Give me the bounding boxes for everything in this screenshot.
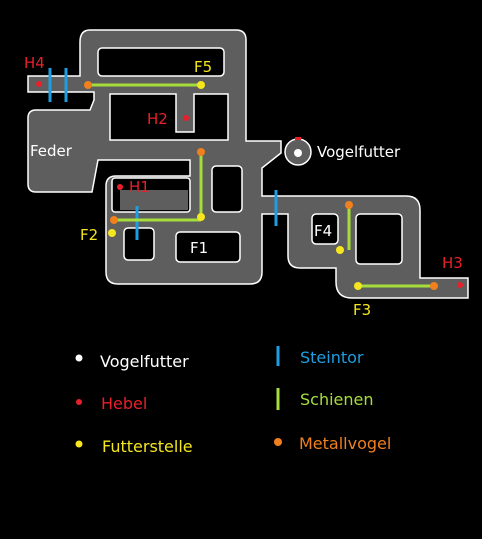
hebel-label-h4: H4 <box>24 54 45 72</box>
vogelfutter-dot <box>294 149 302 157</box>
legend-vogelfutter-icon <box>75 354 83 362</box>
map-hole-f2 <box>123 227 155 261</box>
map-hole-f1 <box>175 231 241 263</box>
map-hole-center <box>211 165 243 213</box>
metallvogel-f4 <box>345 201 353 209</box>
hebel-label-h1: H1 <box>129 178 150 196</box>
legend-metallvogel-icon <box>274 438 282 446</box>
room-label-vogelfutter: Vogelfutter <box>317 143 401 161</box>
room-label-feder: Feder <box>30 142 73 160</box>
hebel-vogel-marker <box>295 137 301 140</box>
steintore <box>48 68 278 240</box>
legend-hebel-icon <box>76 399 82 405</box>
hebel-h2-dot <box>183 115 189 121</box>
map-hole-f4 <box>311 213 339 245</box>
futterstelle-label-f1: F1 <box>190 239 208 257</box>
futterstellen <box>108 81 362 290</box>
futterstelle-f1-dot <box>197 213 205 221</box>
futterstelle-f2-dot <box>108 229 116 237</box>
legend-metallvogel-label: Metallvogel <box>299 434 391 453</box>
legend: Vogelfutter Hebel Futterstelle Steintor … <box>75 346 391 456</box>
map-floor <box>27 29 469 299</box>
map-hole-middle <box>109 93 229 141</box>
metallvoegel <box>84 81 438 290</box>
futterstelle-label-f3: F3 <box>353 301 371 319</box>
map-hole-upper <box>97 47 225 77</box>
metallvogel-f5 <box>84 81 92 89</box>
futterstelle-label-f5: F5 <box>194 58 212 76</box>
schienen <box>88 83 434 288</box>
legend-futterstelle-icon <box>75 440 83 448</box>
map-hole-f3 <box>355 213 403 265</box>
hebel-h3-dot <box>457 282 463 288</box>
hebel-label-h3: H3 <box>442 254 463 272</box>
legend-steintor-label: Steintor <box>300 348 364 367</box>
legend-vogelfutter-label: Vogelfutter <box>100 352 189 371</box>
futterstelle-f4-dot <box>336 246 344 254</box>
futterstelle-f5-dot <box>197 81 205 89</box>
futterstelle-label-f2: F2 <box>80 226 98 244</box>
hebel-label-h2: H2 <box>147 110 168 128</box>
metallvogel-f3 <box>430 282 438 290</box>
legend-schienen-label: Schienen <box>300 390 374 409</box>
legend-hebel-label: Hebel <box>101 394 147 413</box>
futterstelle-label-f4: F4 <box>314 222 332 240</box>
map-h1-corridor <box>120 190 188 210</box>
metallvogel-f2 <box>110 216 118 224</box>
hebel-h4-dot <box>36 81 42 87</box>
hebel-h1-dot <box>117 184 123 190</box>
hebel <box>36 81 463 288</box>
legend-futterstelle-label: Futterstelle <box>102 437 193 456</box>
metallvogel-center <box>197 148 205 156</box>
futterstelle-f3-dot <box>354 282 362 290</box>
